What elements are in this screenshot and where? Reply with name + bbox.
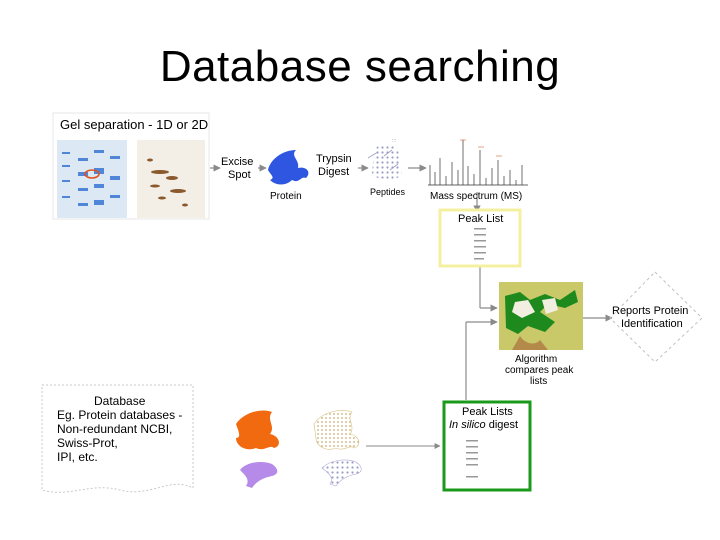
gel-image xyxy=(52,112,210,220)
algorithm-line1: Algorithm xyxy=(515,354,558,365)
database-line5: IPI, etc. xyxy=(57,450,98,464)
protein-label: Protein xyxy=(270,191,302,202)
reports-diamond xyxy=(609,271,703,363)
database-document xyxy=(41,384,194,493)
excise-label-line2: Spot xyxy=(228,169,251,181)
in-silico-text: In silico xyxy=(449,419,486,431)
gel-caption: Gel separation - 1D or 2D xyxy=(60,117,209,132)
svg-text::::: ::: xyxy=(392,138,396,144)
slide-title: Database searching xyxy=(159,42,561,91)
mass-spectrum-label: Mass spectrum (MS) xyxy=(430,191,523,202)
peak-lists-title: Peak Lists xyxy=(462,406,513,418)
insilico-peptides-image xyxy=(313,410,362,487)
reports-line2: Identification xyxy=(621,318,683,330)
protein-purple-shape xyxy=(240,462,278,488)
excise-label-line1: Excise xyxy=(221,156,254,168)
database-line1: Database xyxy=(94,394,146,408)
mass-spectrum-chart xyxy=(428,139,528,186)
trypsin-label-line2: Digest xyxy=(318,166,350,178)
algorithm-image xyxy=(499,282,583,350)
peak-lists-box xyxy=(442,400,532,492)
peak-list-title: Peak List xyxy=(458,213,504,225)
algorithm-line3: lists xyxy=(530,376,548,387)
peptides-image: ::: xyxy=(367,138,402,180)
peak-list-box xyxy=(438,208,522,268)
trypsin-label-line1: Trypsin xyxy=(316,153,352,165)
flow-arrows xyxy=(210,164,613,400)
digest-text: digest xyxy=(485,419,519,431)
algorithm-line2: compares peak xyxy=(505,365,574,376)
database-line4: Swiss-Prot, xyxy=(57,436,118,450)
database-line3: Non-redundant NCBI, xyxy=(57,422,173,436)
reports-line1: Reports Protein xyxy=(612,305,689,317)
peak-lists-subtitle: In silico digest xyxy=(449,419,518,431)
peptides-label: Peptides xyxy=(370,187,406,197)
database-line2: Eg. Protein databases - xyxy=(57,408,183,422)
protein-blue-shape xyxy=(268,150,309,185)
protein-orange-shape xyxy=(236,410,279,450)
